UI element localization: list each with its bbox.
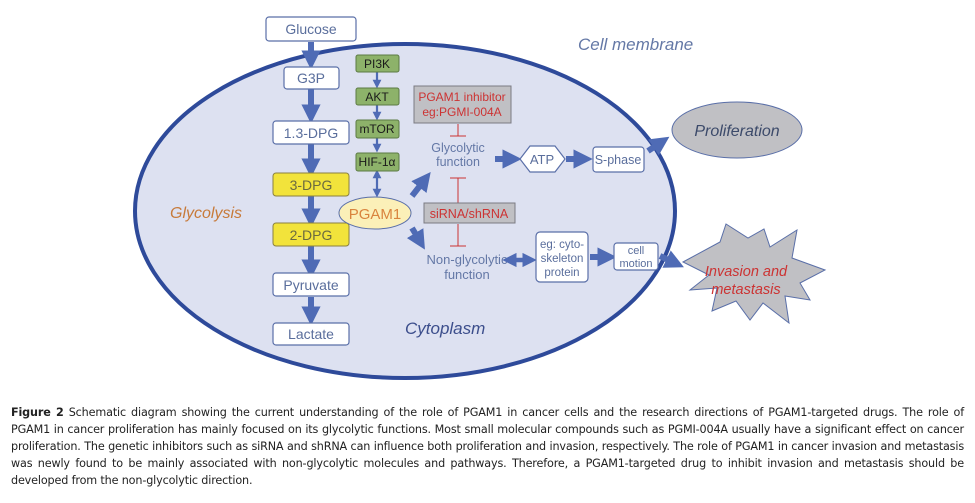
cell-membrane-label: Cell membrane xyxy=(578,35,693,54)
step-g3p: G3P xyxy=(283,66,340,90)
step-2dpg: 2-DPG xyxy=(272,222,350,247)
invasion-metastasis-node: Invasion and metastasis xyxy=(681,223,827,325)
figure-caption: Figure 2 Schematic diagram showing the c… xyxy=(11,404,964,489)
node-hif1a: HIF-1α xyxy=(355,152,400,172)
svg-text:Proliferation: Proliferation xyxy=(694,123,779,140)
cytoplasm-label: Cytoplasm xyxy=(405,319,485,338)
proliferation-node: Proliferation xyxy=(671,101,803,159)
cell-motion-node: cell motion xyxy=(613,242,659,271)
step-lactate: Lactate xyxy=(272,322,350,346)
arrow-sphase-proliferation xyxy=(646,136,670,156)
inhibition-line-sirna-up xyxy=(450,177,466,203)
caption-text: Schematic diagram showing the current un… xyxy=(11,406,965,487)
svg-text:eg:PGMI-004A: eg:PGMI-004A xyxy=(422,105,501,119)
svg-text:2-DPG: 2-DPG xyxy=(290,227,333,243)
step-glucose: Glucose xyxy=(265,16,357,42)
svg-text:Glycolytic: Glycolytic xyxy=(431,141,484,155)
svg-text:AKT: AKT xyxy=(365,90,389,104)
svg-text:Invasion and: Invasion and xyxy=(705,264,788,280)
svg-text:PI3K: PI3K xyxy=(364,57,390,71)
node-akt: AKT xyxy=(355,87,400,106)
node-pi3k: PI3K xyxy=(355,54,400,73)
svg-text:skeleton: skeleton xyxy=(541,253,584,265)
svg-text:metastasis: metastasis xyxy=(711,282,780,298)
svg-text:function: function xyxy=(436,155,480,169)
svg-text:Glucose: Glucose xyxy=(285,21,337,37)
svg-text:ATP: ATP xyxy=(530,152,554,167)
svg-text:siRNA/shRNA: siRNA/shRNA xyxy=(430,207,509,221)
non-glycolytic-function-label: Non-glycolytic function xyxy=(427,252,508,282)
pgam1-node: PGAM1 xyxy=(338,196,412,230)
svg-text:S-phase: S-phase xyxy=(595,153,642,167)
step-3dpg: 3-DPG xyxy=(272,172,350,197)
inhibition-line-sirna-down xyxy=(450,224,466,247)
arrow-pgam1-glycolytic xyxy=(409,171,431,198)
atp-node: ATP xyxy=(519,145,566,173)
step-pyruvate: Pyruvate xyxy=(272,272,350,297)
step-13dpg: 1.3-DPG xyxy=(272,120,350,145)
svg-text:Lactate: Lactate xyxy=(288,326,334,342)
pgam1-inhibitor-box: PGAM1 inhibitor eg:PGMI-004A xyxy=(413,85,512,124)
svg-text:1.3-DPG: 1.3-DPG xyxy=(284,125,338,141)
svg-text:protein: protein xyxy=(544,267,579,279)
svg-text:3-DPG: 3-DPG xyxy=(290,177,333,193)
arrow-pgam1-nonglycolytic xyxy=(406,226,425,250)
starburst-shape xyxy=(681,223,827,325)
sirna-shrna-box: siRNA/shRNA xyxy=(423,202,516,224)
svg-text:HIF-1α: HIF-1α xyxy=(359,155,396,169)
svg-text:eg: cyto-: eg: cyto- xyxy=(540,239,584,251)
inhibition-line-glycolytic xyxy=(450,124,466,137)
svg-text:PGAM1: PGAM1 xyxy=(349,206,402,223)
glycolytic-function-label: Glycolytic function xyxy=(431,141,484,169)
svg-text:function: function xyxy=(444,267,490,282)
caption-label: Figure 2 xyxy=(11,406,64,419)
svg-text:Pyruvate: Pyruvate xyxy=(283,277,338,293)
s-phase-node: S-phase xyxy=(592,146,645,173)
svg-text:PGAM1 inhibitor: PGAM1 inhibitor xyxy=(418,90,505,104)
pgam1-schematic-diagram: Cell membrane Cytoplasm Glycolysis Gluco… xyxy=(133,16,827,380)
svg-text:mTOR: mTOR xyxy=(359,122,394,136)
svg-text:G3P: G3P xyxy=(297,70,325,86)
glycolysis-label: Glycolysis xyxy=(170,205,242,222)
cytoskeleton-node: eg: cyto- skeleton protein xyxy=(535,231,589,283)
arrow-cellmotion-invasion xyxy=(658,250,684,268)
svg-text:motion: motion xyxy=(619,258,652,270)
svg-text:Non-glycolytic: Non-glycolytic xyxy=(427,252,508,267)
node-mtor: mTOR xyxy=(355,119,400,139)
svg-text:cell: cell xyxy=(628,245,645,257)
